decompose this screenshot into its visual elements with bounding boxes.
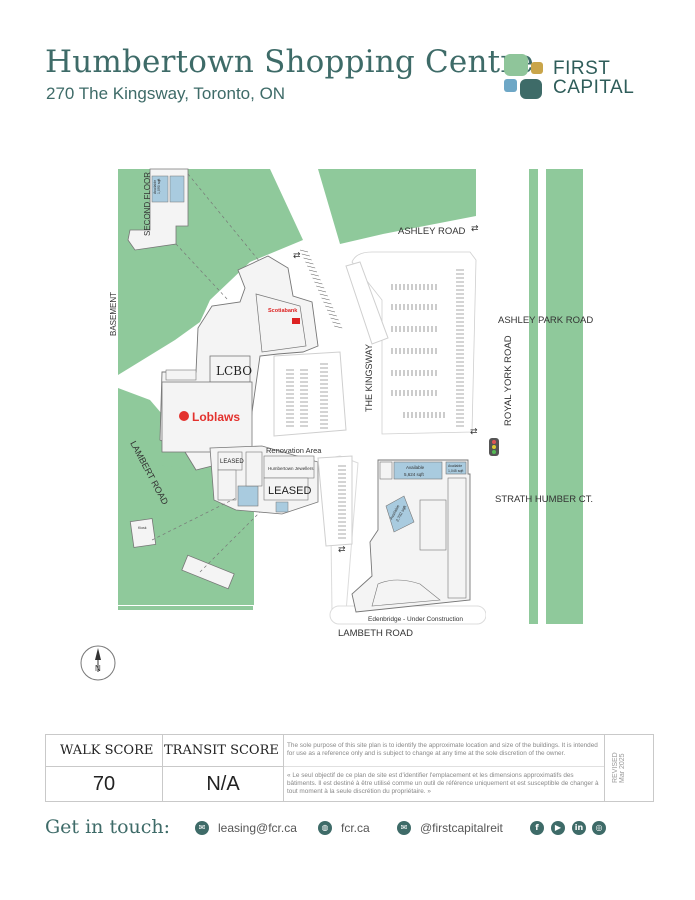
mail-icon: ✉ (397, 821, 411, 835)
globe-icon: ◍ (318, 821, 332, 835)
svg-text:5,624 sqft: 5,624 sqft (404, 472, 425, 477)
info-panel: WALK SCORE TRANSIT SCORE 70 N/A The sole… (45, 734, 654, 802)
second-floor-inset (127, 168, 261, 301)
svg-text:Available: Available (406, 465, 425, 470)
green-area-north (318, 169, 476, 244)
street-strath-humber: STRATH HUMBER CT. (495, 494, 593, 505)
svg-text:1,045 sqft: 1,045 sqft (448, 469, 463, 473)
website-link[interactable]: fcr.ca (341, 821, 370, 835)
available-unit-diag (385, 495, 415, 533)
parking-stall (332, 321, 341, 325)
mail-icon: ✉ (195, 821, 209, 835)
label-renovation-area: Renovation Area (266, 446, 322, 455)
parking-stall (310, 273, 319, 277)
green-median-east (529, 169, 583, 624)
svg-text:⇄: ⇄ (470, 427, 478, 437)
svg-text:Kiosk: Kiosk (138, 526, 147, 530)
parking-stall (323, 301, 332, 305)
brand-name: FIRST CAPITAL (553, 58, 635, 98)
street-ashley-park-road: ASHLEY PARK ROAD (498, 315, 593, 326)
tenant-leased-small: LEASED (220, 459, 244, 465)
disclaimer-en: The sole purpose of this site plan is to… (287, 742, 598, 757)
parking-stall (314, 281, 323, 285)
youtube-icon[interactable]: ▶ (551, 821, 565, 835)
parking-stall (319, 293, 328, 297)
tenant-loblaws: Loblaws (192, 410, 240, 424)
label-second-floor: SECOND FLOOR (143, 172, 152, 236)
email-link[interactable]: leasing@fcr.ca (218, 821, 297, 835)
revised-date: REVISED Mar 2025 (612, 752, 626, 784)
north-arrow-icon: N (80, 645, 116, 681)
page-title: Humbertown Shopping Centre (45, 44, 534, 80)
parking-stall (308, 269, 318, 273)
leased-large-unit (263, 477, 309, 501)
instagram-icon[interactable]: ◎ (592, 821, 606, 835)
parking-stall (312, 277, 321, 281)
parking-stall (325, 305, 334, 309)
parking-stall (303, 257, 312, 261)
available-unit-small (445, 461, 467, 475)
svg-text:1,090 sqft: 1,090 sqft (157, 179, 161, 194)
available-unit-large (393, 461, 443, 480)
tenant-lcbo: LCBO (216, 364, 252, 378)
parking-stall (330, 317, 339, 321)
label-edenbridge: Edenbridge - Under Construction (368, 616, 463, 623)
parking-stall (317, 289, 327, 293)
svg-text:⇄: ⇄ (293, 251, 301, 261)
label-basement: BASEMENT (109, 292, 118, 336)
loblaws-unit (161, 381, 253, 453)
parking-stall (326, 309, 336, 313)
social-handle-link[interactable]: @firstcapitalreit (420, 821, 503, 835)
walk-score-value: 70 (92, 773, 116, 795)
tenant-leased-large: LEASED (268, 485, 311, 497)
contact-heading: Get in touch: (45, 816, 171, 838)
disclaimer-fr: « Le seul objectif de ce plan de site es… (287, 772, 599, 795)
loblaws-logo-icon (179, 411, 189, 421)
two-way-arrow-icon: ⇄ (471, 224, 479, 234)
site-plan-map: ⇄ ⇄ ⇄ ⇄ ASHLEY ROAD ASHLEY PARK ROAD ROY… (80, 168, 593, 681)
street-the-kingsway: THE KINGSWAY (364, 344, 374, 412)
parking-stall (334, 325, 343, 329)
parking-stall (299, 249, 309, 253)
traffic-light-icon (489, 438, 499, 456)
renovation-block (209, 445, 319, 515)
svg-text:Available: Available (448, 464, 462, 468)
parking-stall (316, 285, 325, 289)
parking-stall (305, 261, 314, 265)
parking-stall (328, 313, 337, 317)
svg-text:Available: Available (153, 180, 157, 194)
first-capital-logo (504, 54, 543, 99)
tenant-scotiabank: Scotiabank (268, 308, 298, 314)
transit-score-value: N/A (206, 773, 240, 795)
parking-stall (301, 253, 310, 257)
walk-score-label: WALK SCORE (60, 743, 154, 758)
facebook-icon[interactable]: f (530, 821, 544, 835)
street-ashley-road: ASHLEY ROAD (398, 226, 466, 237)
transit-score-label: TRANSIT SCORE (164, 743, 279, 758)
linkedin-icon[interactable]: in (572, 821, 586, 835)
street-royal-york-road: ROYAL YORK ROAD (503, 335, 514, 426)
kiosk-building (129, 518, 157, 548)
address: 270 The Kingsway, Toronto, ON (46, 84, 286, 103)
parking-stall (307, 265, 316, 269)
tenant-humbertown-jewellers: Humbertown Jewellers (268, 466, 314, 471)
parking-stall (321, 297, 330, 301)
svg-text:⇄: ⇄ (338, 545, 346, 555)
street-lambeth-road: LAMBETH ROAD (338, 628, 413, 639)
compass-label: N (95, 664, 101, 673)
edenbridge-building (351, 459, 471, 613)
parking-north (351, 251, 477, 435)
